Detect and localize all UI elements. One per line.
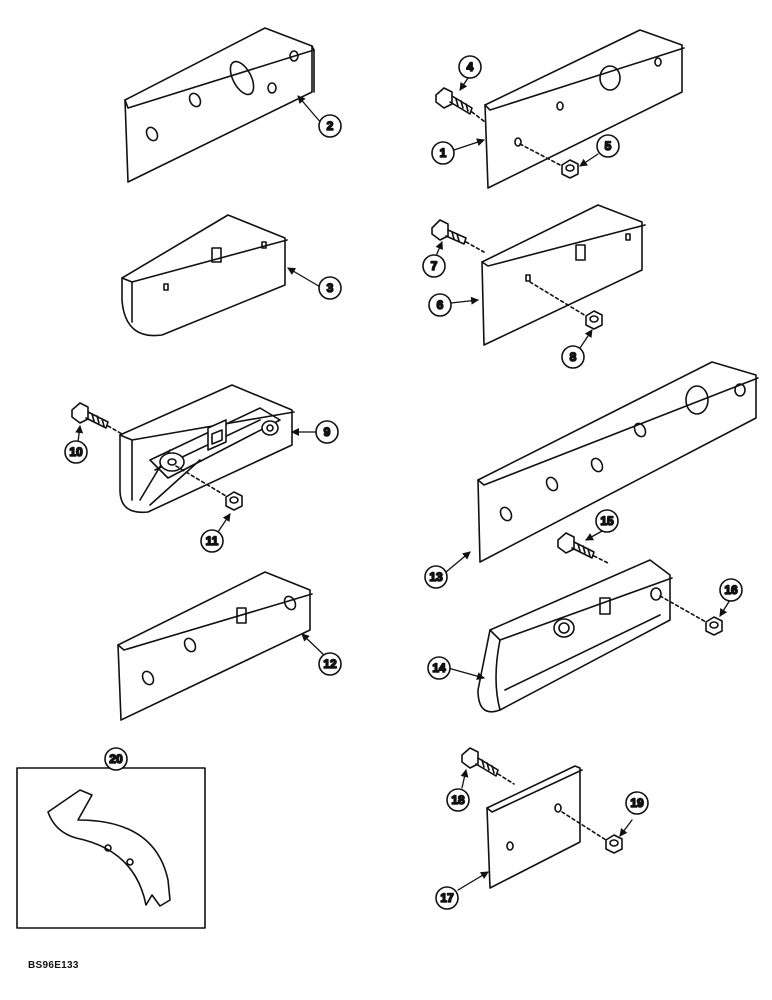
figure-reference-code: BS96E133 [28,960,79,971]
svg-text:9: 9 [324,425,331,439]
svg-text:19: 19 [630,796,644,810]
part-2-plate [124,27,315,183]
part-7-bolt [431,219,485,253]
callout-18: 18 [446,788,470,812]
callout-10: 10 [64,440,88,464]
svg-text:20: 20 [109,752,123,766]
leader-lines [75,77,731,891]
svg-text:14: 14 [432,661,446,675]
callout-12: 12 [318,652,342,676]
part-10-bolt [71,402,123,435]
callout-1: 1 [431,141,455,165]
part-6-block [481,204,646,346]
callout-20: 20 [104,747,128,771]
part-3-block [121,214,288,337]
callout-2: 2 [318,114,342,138]
svg-text:13: 13 [429,570,443,584]
callout-16: 16 [719,578,743,602]
callout-3: 3 [318,276,342,300]
svg-text:5: 5 [605,139,612,153]
svg-text:7: 7 [431,259,438,273]
svg-text:18: 18 [451,793,465,807]
callout-11: 11 [200,529,224,553]
svg-text:15: 15 [600,514,614,528]
callout-6: 6 [428,293,452,317]
callout-17: 17 [435,886,459,910]
callout-5: 5 [596,134,620,158]
svg-text:12: 12 [323,657,337,671]
callouts: 2 4 1 5 3 7 6 8 9 10 11 12 13 15 16 14 2… [64,55,743,910]
callout-7: 7 [422,254,446,278]
callout-9: 9 [315,420,339,444]
part-14-shoe [477,559,673,713]
svg-text:8: 8 [570,350,577,364]
part-18-bolt [461,747,515,785]
part-11-nut [175,465,243,511]
part-5-nut [519,143,579,179]
callout-14: 14 [427,656,451,680]
svg-text:3: 3 [327,281,334,295]
part-15-bolt [557,532,611,565]
part-8-nut [529,281,603,330]
part-20-inset [16,767,206,929]
part-16-nut [659,595,723,636]
svg-text:11: 11 [206,534,219,548]
part-1-plate [484,29,685,189]
svg-text:1: 1 [440,146,447,160]
svg-text:10: 10 [69,445,83,459]
part-4-bolt [435,87,486,123]
svg-text:16: 16 [724,583,738,597]
callout-15: 15 [595,509,619,533]
part-13-plate [477,361,759,563]
part-9-bracket [119,384,295,514]
callout-4: 4 [458,55,482,79]
svg-text:17: 17 [440,891,454,905]
svg-text:6: 6 [437,298,444,312]
svg-text:2: 2 [327,119,334,133]
part-17-plate [486,765,583,889]
callout-8: 8 [561,345,585,369]
part-19-nut [561,811,623,854]
part-12-plate [117,571,313,721]
callout-19: 19 [625,791,649,815]
callout-13: 13 [424,565,448,589]
svg-text:4: 4 [467,60,474,74]
